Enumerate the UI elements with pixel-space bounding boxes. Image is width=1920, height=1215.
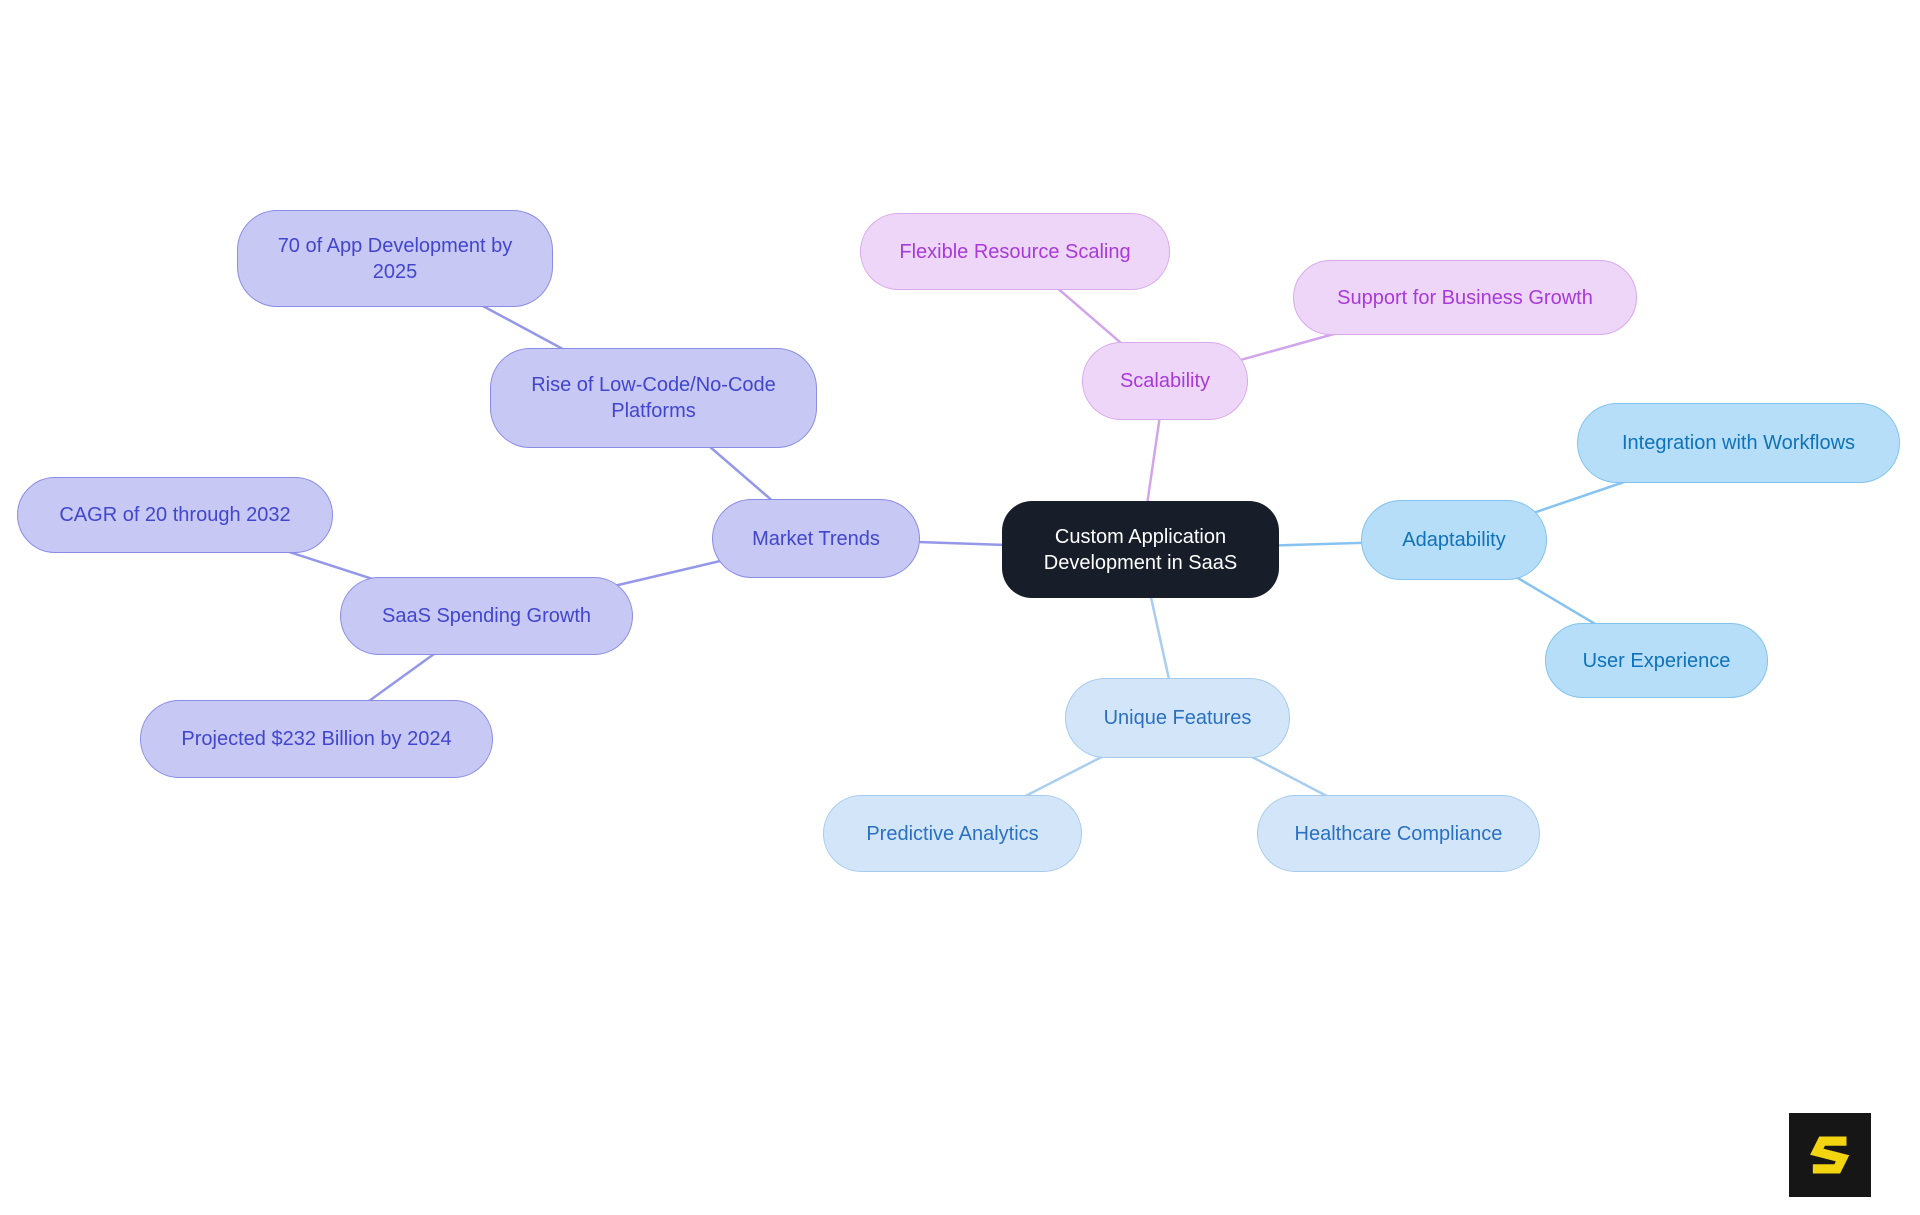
s-logo-icon: [1810, 1136, 1850, 1174]
node-integration-with-workflows[interactable]: Integration with Workflows: [1577, 403, 1900, 483]
node-adaptability[interactable]: Adaptability: [1361, 500, 1547, 580]
node-flexible-resource-scaling[interactable]: Flexible Resource Scaling: [860, 213, 1170, 290]
node-user-experience[interactable]: User Experience: [1545, 623, 1768, 698]
node-unique-features[interactable]: Unique Features: [1065, 678, 1290, 758]
node-market-trends[interactable]: Market Trends: [712, 499, 920, 578]
node-rise-of-low-code-platforms[interactable]: Rise of Low-Code/No-Code Platforms: [490, 348, 817, 448]
node-saas-spending-growth[interactable]: SaaS Spending Growth: [340, 577, 633, 655]
node-predictive-analytics[interactable]: Predictive Analytics: [823, 795, 1082, 872]
node-support-for-business-growth[interactable]: Support for Business Growth: [1293, 260, 1637, 335]
node-app-development-by-2025[interactable]: 70 of App Development by 2025: [237, 210, 553, 307]
node-projected-232-billion[interactable]: Projected $232 Billion by 2024: [140, 700, 493, 778]
watermark-logo: [1789, 1113, 1871, 1197]
node-healthcare-compliance[interactable]: Healthcare Compliance: [1257, 795, 1540, 872]
node-cagr-through-2032[interactable]: CAGR of 20 through 2032: [17, 477, 333, 553]
node-central-topic[interactable]: Custom Application Development in SaaS: [1002, 501, 1279, 598]
node-scalability[interactable]: Scalability: [1082, 342, 1248, 420]
